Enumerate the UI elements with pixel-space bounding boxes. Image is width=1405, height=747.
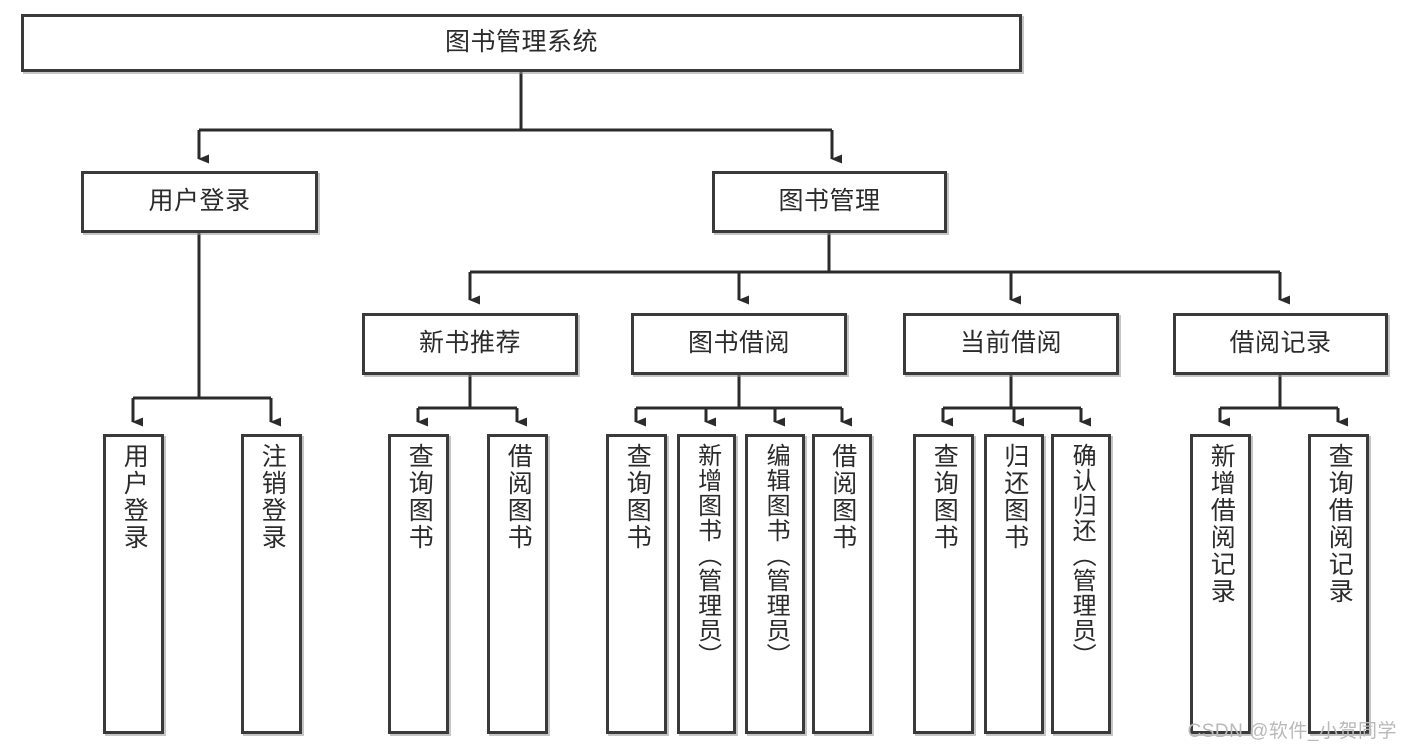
node-leaf-user-login[interactable]: 用户登录 (103, 434, 164, 734)
node-borrow-record[interactable]: 借阅记录 (1173, 313, 1388, 375)
node-leaf-user-login-label: 用户登录 (120, 443, 149, 551)
node-leaf-edit-book[interactable]: 编辑图书（管理员） (745, 434, 805, 734)
node-leaf-edit-book-label: 编辑图书（管理员） (762, 443, 790, 668)
node-leaf-query-borrow-record-label: 查询借阅记录 (1325, 443, 1354, 605)
node-leaf-borrow-book-rec-label: 借阅图书 (504, 443, 533, 551)
node-book-borrow-label: 图书借阅 (687, 329, 790, 358)
node-leaf-query-book-current[interactable]: 查询图书 (913, 434, 974, 734)
node-leaf-query-book-borrow-label: 查询图书 (623, 443, 652, 551)
node-leaf-query-book-borrow[interactable]: 查询图书 (606, 434, 667, 734)
node-leaf-query-book-current-label: 查询图书 (930, 443, 959, 551)
node-leaf-return-book-label: 归还图书 (1000, 443, 1029, 551)
node-book-manage[interactable]: 图书管理 (712, 171, 947, 233)
node-leaf-add-borrow-record[interactable]: 新增借阅记录 (1190, 434, 1251, 734)
node-borrow-record-label: 借阅记录 (1229, 329, 1332, 358)
node-leaf-query-book-rec[interactable]: 查询图书 (388, 434, 449, 734)
node-leaf-add-book-label: 新增图书（管理员） (693, 443, 721, 668)
node-leaf-add-book[interactable]: 新增图书（管理员） (677, 434, 736, 734)
node-leaf-borrow-book[interactable]: 借阅图书 (812, 434, 872, 734)
node-leaf-borrow-book-rec[interactable]: 借阅图书 (487, 434, 548, 734)
node-leaf-user-logout-label: 注销登录 (258, 443, 287, 551)
node-leaf-return-book[interactable]: 归还图书 (984, 434, 1044, 734)
node-book-manage-label: 图书管理 (778, 187, 881, 216)
csdn-watermark: CSDN @软件_小贺同学 (1187, 721, 1397, 742)
node-root-label: 图书管理系统 (444, 28, 598, 57)
node-leaf-confirm-return[interactable]: 确认归还（管理员） (1051, 434, 1111, 734)
node-new-book-recommend[interactable]: 新书推荐 (362, 313, 578, 375)
node-root[interactable]: 图书管理系统 (21, 14, 1022, 72)
node-user-login-label: 用户登录 (148, 187, 251, 216)
node-current-borrow-label: 当前借阅 (959, 329, 1062, 358)
node-new-book-recommend-label: 新书推荐 (418, 329, 521, 358)
node-book-borrow[interactable]: 图书借阅 (631, 313, 847, 375)
node-leaf-query-borrow-record[interactable]: 查询借阅记录 (1308, 434, 1369, 734)
node-leaf-add-borrow-record-label: 新增借阅记录 (1207, 443, 1236, 605)
node-leaf-confirm-return-label: 确认归还（管理员） (1068, 443, 1096, 668)
node-current-borrow[interactable]: 当前借阅 (903, 313, 1119, 375)
node-leaf-user-logout[interactable]: 注销登录 (241, 434, 302, 734)
node-leaf-query-book-rec-label: 查询图书 (405, 443, 434, 551)
node-user-login[interactable]: 用户登录 (81, 171, 318, 233)
node-leaf-borrow-book-label: 借阅图书 (828, 443, 857, 551)
